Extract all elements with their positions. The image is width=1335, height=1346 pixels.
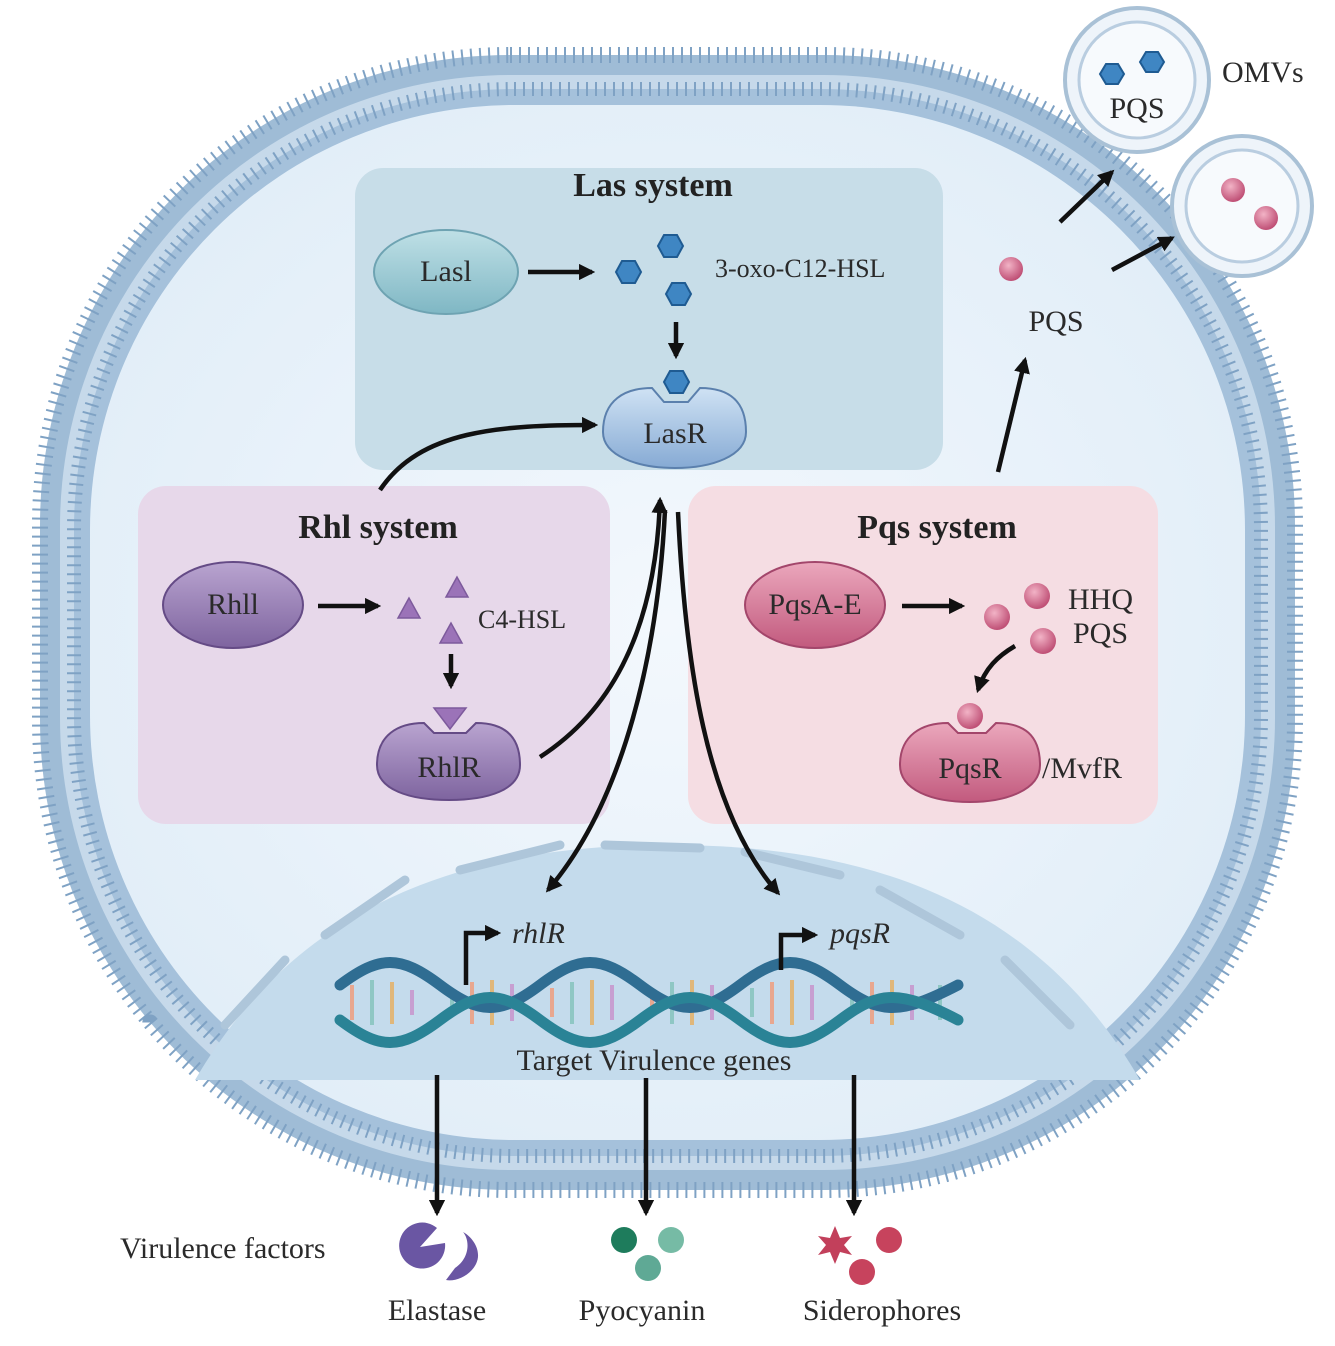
pqsr-gene-label: pqsR bbox=[828, 917, 890, 950]
pyocyanin-icon bbox=[611, 1227, 684, 1281]
rhl-to-lasr-arrow bbox=[378, 416, 599, 492]
mvfr-label: /MvfR bbox=[1042, 752, 1122, 785]
rhlr-to-las-arrow bbox=[538, 496, 668, 759]
omv-pqs-label: PQS bbox=[1109, 92, 1164, 125]
rhl-system-panel: Rhl system Rhll C4-HSL RhlR bbox=[138, 486, 610, 824]
rhli-synthase bbox=[162, 561, 304, 649]
las-to-rhlr-gene-arrow bbox=[545, 509, 668, 893]
rhlr-label: RhlR bbox=[417, 751, 480, 784]
omv-vesicle-1: PQS bbox=[1063, 6, 1211, 154]
lasi-synthase bbox=[373, 229, 519, 315]
pqs-system-panel: Pqs system PqsA-E HHQ PQS PqsR /MvfR bbox=[688, 486, 1158, 824]
pyocyanin-label: Pyocyanin bbox=[579, 1294, 706, 1327]
rhlr-gene-label: rhlR bbox=[512, 917, 565, 950]
dna-helix bbox=[334, 957, 964, 1048]
pqsr-receptor bbox=[898, 721, 1042, 804]
lasi-label: Lasl bbox=[420, 255, 472, 288]
lasr-bound-signal bbox=[662, 370, 691, 394]
pqs-signal-balls bbox=[984, 583, 1056, 654]
nucleoid-envelope bbox=[220, 840, 1075, 1030]
free-pqs-label: PQS bbox=[1028, 305, 1083, 338]
signal-to-pqsr-arrow bbox=[974, 644, 1017, 694]
rhli-label: Rhll bbox=[207, 588, 259, 621]
target-virulence-genes-label: Target Virulence genes bbox=[517, 1044, 792, 1077]
pqs-system-title: Pqs system bbox=[857, 509, 1017, 546]
siderophores-label: Siderophores bbox=[803, 1294, 961, 1327]
pqsr-bound-signal bbox=[957, 703, 983, 729]
las-system-panel: Las system Lasl 3-oxo-C12-HSL LasR bbox=[355, 167, 943, 470]
dna-strand-2 bbox=[334, 992, 964, 1048]
omvs-label: OMVs bbox=[1222, 56, 1304, 89]
pqsr-label: PqsR bbox=[938, 752, 1001, 785]
secreted-pqs: PQS bbox=[999, 257, 1084, 338]
siderophores-icon bbox=[818, 1226, 902, 1285]
lasr-receptor bbox=[601, 386, 748, 470]
las-to-pqsr-gene-arrow bbox=[675, 511, 781, 896]
rhlr-promoter-arrow bbox=[463, 924, 502, 985]
pqs-signal-label: PQS bbox=[1073, 617, 1128, 650]
omv-vesicle-2 bbox=[1170, 134, 1314, 278]
dna-base-pairs bbox=[350, 980, 942, 1025]
virulence-factors-label: Virulence factors bbox=[120, 1232, 326, 1265]
hhq-label: HHQ bbox=[1068, 583, 1133, 616]
las-system-title: Las system bbox=[573, 167, 733, 204]
pqs-to-omv-arrow-1 bbox=[1058, 169, 1115, 224]
rhl-signal-label: C4-HSL bbox=[478, 605, 566, 634]
free-pqs-ball bbox=[999, 257, 1023, 281]
pqs-system-to-pqs-arrow bbox=[995, 356, 1030, 473]
pqsa-e-synthase bbox=[744, 561, 886, 649]
dna-strand-1 bbox=[334, 957, 964, 1013]
rhl-system-title: Rhl system bbox=[298, 509, 458, 546]
elastase-icon bbox=[399, 1222, 479, 1281]
las-signal-hexagons bbox=[614, 234, 693, 306]
rhlr-bound-signal bbox=[432, 707, 468, 731]
las-signal-label: 3-oxo-C12-HSL bbox=[715, 254, 885, 283]
elastase-label: Elastase bbox=[388, 1294, 486, 1327]
las-system-background bbox=[355, 168, 943, 470]
pqsa-e-label: PqsA-E bbox=[768, 588, 861, 621]
rhlr-receptor bbox=[375, 721, 522, 802]
lasr-label: LasR bbox=[643, 417, 706, 450]
pqsr-promoter-arrow bbox=[778, 926, 819, 970]
pqs-to-omv-arrow-2 bbox=[1110, 236, 1175, 272]
rhl-signal-triangles bbox=[396, 575, 470, 644]
